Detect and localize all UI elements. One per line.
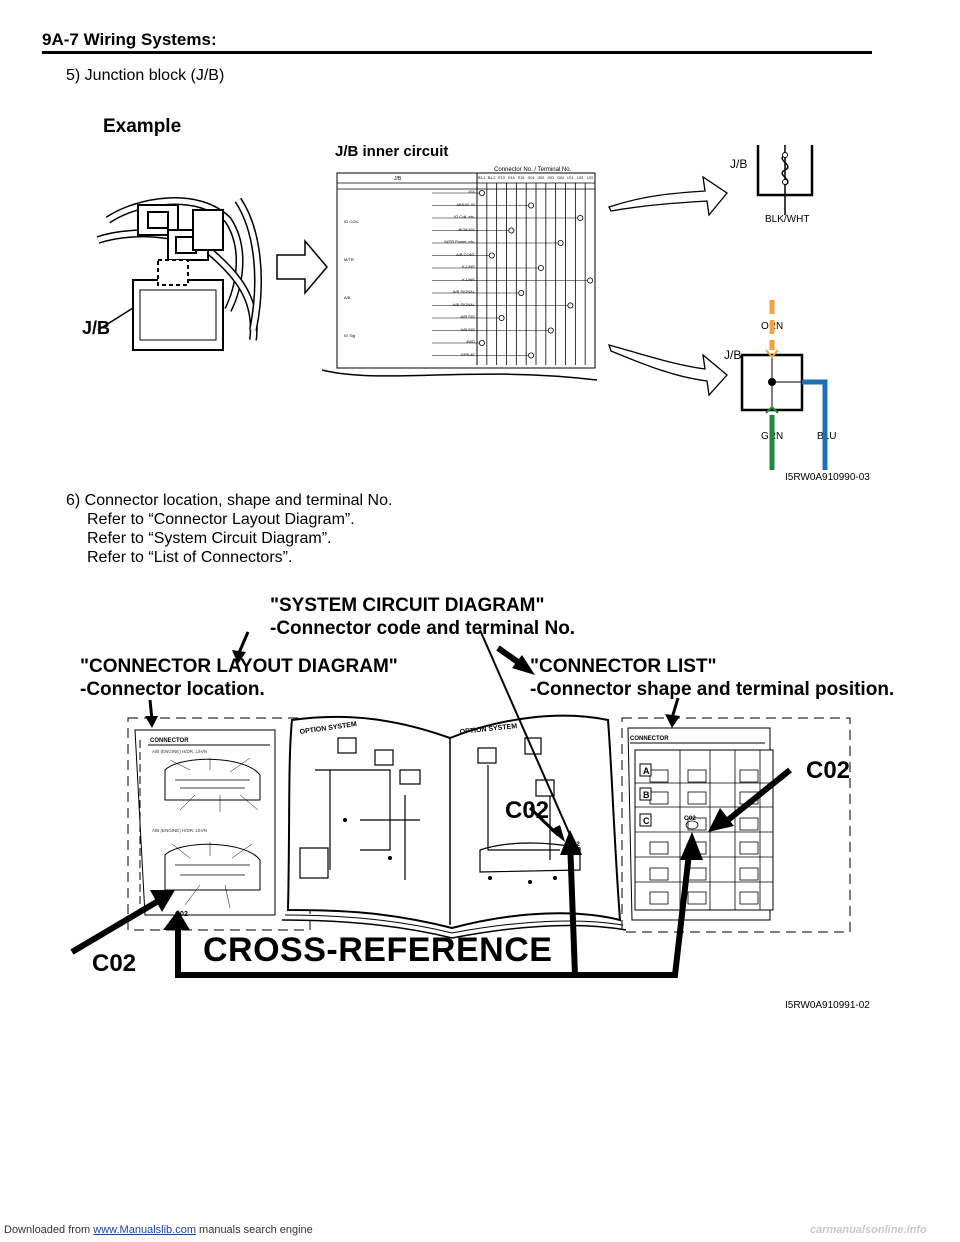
footer-link[interactable]: www.Manualslib.com: [93, 1224, 196, 1236]
connector-list-callout: "CONNECTOR LIST" -Connector shape and te…: [530, 655, 894, 701]
footer-watermark: carmanualsonline.info: [810, 1224, 927, 1236]
table-column-header: E15: [518, 176, 525, 180]
table-column-header: G01: [527, 176, 535, 180]
right-bottom-jb-label: J/B: [724, 348, 742, 362]
table-column-header: L01: [567, 176, 574, 180]
section6-line-2: Refer to “Connector Layout Diagram”.: [87, 511, 355, 528]
table-column-header: B1-1: [478, 176, 486, 180]
c02-label-left: C02: [92, 950, 137, 977]
table-row-label: A/B SIGNAL: [452, 301, 475, 307]
layout-callout-subtitle: -Connector location.: [80, 679, 265, 700]
footer-suffix: manuals search engine: [195, 1224, 313, 1236]
svg-text:C02: C02: [175, 911, 188, 918]
footer-download-note: Downloaded from www.Manualslib.com manua…: [4, 1224, 313, 1236]
table-row-label: IG Coil, etc.: [454, 214, 475, 219]
jb-inner-circuit-label: J/B inner circuit: [335, 143, 449, 160]
svg-text:A/B (ENGINE) H/DR. L/H/N: A/B (ENGINE) H/DR. L/H/N: [152, 749, 207, 754]
table-row-label: A/B CONT: [456, 251, 475, 257]
fuse-label: A/B: [344, 295, 351, 300]
right-top-jb-label: J/B: [730, 157, 748, 171]
list-callout-title: "CONNECTOR LIST": [530, 656, 717, 677]
table-row-label: ABS/IG IG: [456, 201, 475, 207]
list-row-b: B: [643, 790, 650, 800]
table-row-label: K-LINE: [462, 264, 475, 269]
blk-wht-wire-label: BLK/WHT: [765, 214, 810, 225]
c02-label-right: C02: [806, 757, 851, 784]
terminal-dot: [478, 189, 485, 196]
table-row-label: A/B SIG: [460, 326, 475, 332]
table-column-header: E14: [508, 176, 515, 180]
terminal-dot: [488, 252, 495, 259]
layout-callout-title: "CONNECTOR LAYOUT DIAGRAM": [80, 656, 398, 677]
figure-id-1: I5RW0A910990-03: [785, 472, 870, 483]
system-callout-subtitle: -Connector code and terminal No.: [270, 618, 576, 639]
terminal-dot: [518, 290, 525, 297]
connector-layout-callout: "CONNECTOR LAYOUT DIAGRAM" -Connector lo…: [80, 655, 398, 701]
example-label: Example: [103, 116, 182, 137]
table-row-label: 4WD: [466, 339, 475, 344]
list-row-c: C: [643, 816, 650, 826]
terminal-dot: [587, 277, 594, 284]
jb-photo-label: J/B: [82, 318, 111, 338]
terminal-dot: [528, 202, 535, 209]
terminal-dot: [547, 327, 554, 334]
inner-circuit-arrow: [276, 238, 328, 296]
svg-text:C02: C02: [684, 815, 696, 822]
terminal-dot: [567, 302, 574, 309]
fuse-label: IG COIL: [344, 219, 359, 224]
terminal-dot: [577, 215, 584, 222]
detail-arrows: [607, 175, 728, 397]
svg-text:CONNECTOR: CONNECTOR: [150, 738, 189, 744]
table-row-label: IG1: [468, 189, 475, 194]
table-jb-label: J/B: [394, 176, 402, 182]
table-column-header: B1-2: [487, 176, 496, 180]
table-row-label: BCM IG1: [458, 226, 475, 232]
svg-text:CONNECTOR: CONNECTOR: [630, 736, 669, 742]
table-row-label: A/B SIG: [460, 314, 475, 319]
list-callout-subtitle: -Connector shape and terminal position.: [530, 679, 895, 700]
terminal-dot: [498, 314, 505, 321]
table-row-label: EPS AT: [461, 351, 475, 357]
system-circuit-callout: "SYSTEM CIRCUIT DIAGRAM" -Connector code…: [270, 594, 575, 640]
junction-block-drawing: [96, 197, 262, 351]
terminal-dot: [537, 265, 544, 272]
fuse-label: IG Sig: [344, 333, 356, 338]
section5-heading: 5) Junction block (J/B): [66, 67, 225, 84]
c02-label-center: C02: [505, 797, 550, 824]
system-callout-title: "SYSTEM CIRCUIT DIAGRAM": [270, 595, 545, 616]
fuse-detail-drawing: [756, 145, 814, 215]
table-column-header: L02: [577, 176, 584, 180]
svg-text:A/B (ENGINE) H/DR. L/H/N: A/B (ENGINE) H/DR. L/H/N: [152, 828, 207, 833]
table-column-header: G03: [547, 176, 555, 180]
fuse-label: M/TR: [344, 257, 354, 262]
cross-reference-illustration: CONNECTOR A/B (ENGINE) H/DR. L/H/N A/B (…: [70, 629, 851, 978]
terminal-dot: [528, 352, 535, 359]
section6-line-4: Refer to “List of Connectors”.: [87, 549, 293, 566]
terminal-dot: [508, 227, 515, 234]
page-header-title: 9A-7 Wiring Systems:: [42, 30, 217, 49]
figure-id-2: I5RW0A910991-02: [785, 1000, 870, 1011]
section6-line-3: Refer to “System Circuit Diagram”.: [87, 530, 332, 547]
header-rule: [42, 51, 872, 54]
cross-reference-label: CROSS-REFERENCE: [203, 931, 553, 969]
table-row-label: A/B SIGNAL: [452, 289, 475, 294]
table-row-label: K-LINE: [462, 276, 475, 282]
section6-line-1: 6) Connector location, shape and termina…: [66, 492, 393, 509]
table-column-header: G02: [537, 176, 545, 180]
list-row-a: A: [643, 766, 650, 776]
terminal-dot: [557, 240, 564, 247]
table-column-header: L03: [587, 176, 594, 180]
table-column-header: G04: [557, 176, 564, 180]
splice-detail-drawing: [740, 300, 828, 470]
table-header-label: Connector No. / Terminal No.: [494, 167, 572, 173]
table-column-header: E13: [498, 176, 505, 180]
terminal-dot: [478, 339, 485, 346]
footer-prefix: Downloaded from: [4, 1224, 91, 1236]
table-row-label: M/TR Power, etc.: [444, 239, 475, 244]
